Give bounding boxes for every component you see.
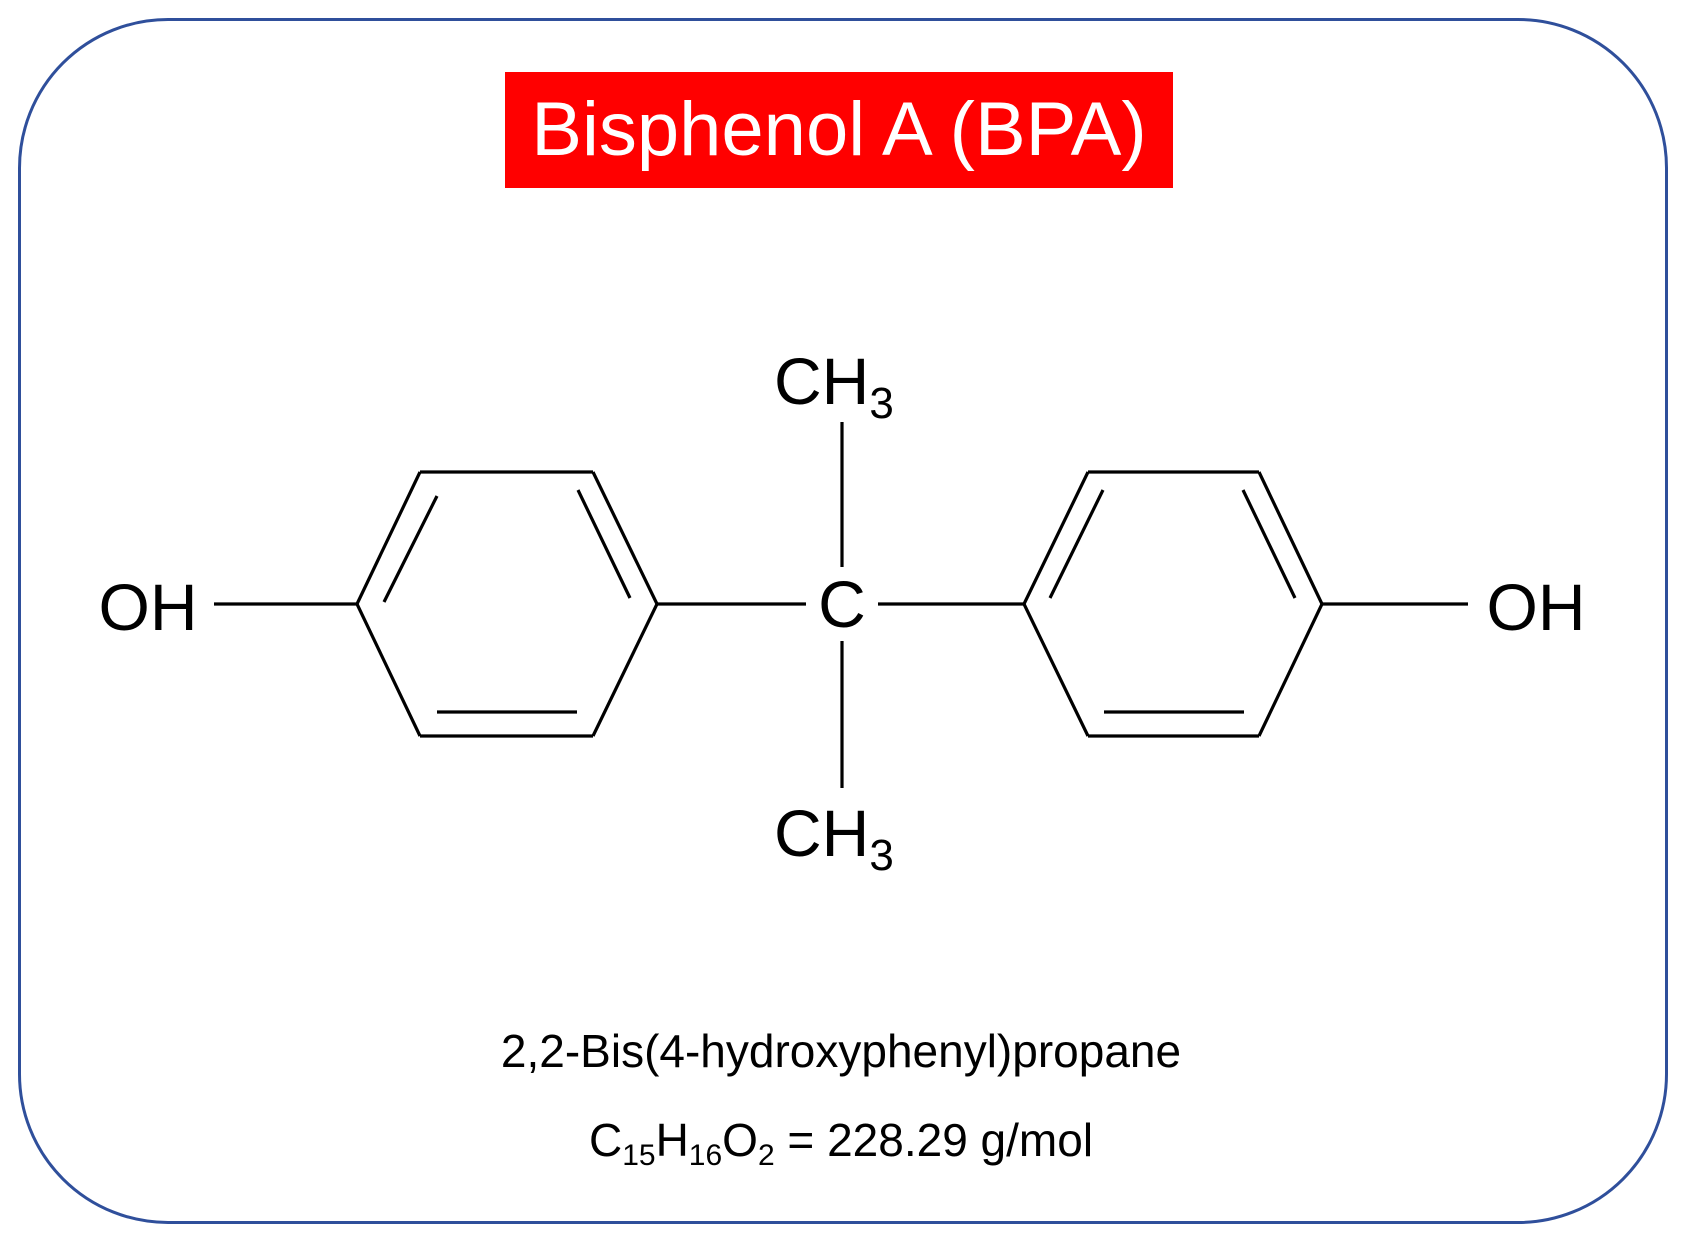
right-ring-bond <box>1022 603 1090 737</box>
left-ring-bond <box>591 603 659 737</box>
left-ring-bond <box>591 471 659 605</box>
bottom-methyl-label: CH3 <box>774 796 894 880</box>
right-ring-bond <box>1257 603 1324 737</box>
left-ring-double-bond <box>576 489 632 599</box>
formula-equals: = <box>787 1114 815 1166</box>
molecular-formula: C15H16O2 = 228.29 g/mol <box>0 1114 1682 1171</box>
left-ring-bond <box>355 471 422 605</box>
title-text: Bisphenol A (BPA) <box>531 87 1147 172</box>
formula-count-h: 16 <box>688 1139 723 1172</box>
molar-mass: 228.29 g/mol <box>827 1114 1094 1166</box>
top-methyl-element: CH <box>774 344 869 418</box>
right-ring-double-bond <box>1241 489 1297 599</box>
bottom-methyl-element: CH <box>774 796 869 870</box>
formula-element-c: C <box>588 1114 623 1166</box>
left-hydroxyl-label: OH <box>99 570 198 644</box>
top-methyl-label: CH3 <box>774 344 894 428</box>
top-methyl-subscript: 3 <box>869 379 893 428</box>
formula-count-o: 2 <box>757 1139 775 1172</box>
formula-count-c: 15 <box>622 1139 656 1172</box>
central-carbon-label: C <box>818 567 866 641</box>
right-ring-bond <box>1022 471 1090 605</box>
left-ring-bond <box>355 603 422 737</box>
left-benzene-ring <box>355 470 659 738</box>
iupac-name: 2,2-Bis(4-hydroxyphenyl)propane <box>500 1025 1182 1077</box>
right-hydroxyl-label: OH <box>1487 570 1586 644</box>
slide-frame <box>18 18 1668 1224</box>
right-ring-bond <box>1257 471 1324 605</box>
bottom-methyl-subscript: 3 <box>869 831 893 880</box>
right-benzene-ring <box>1022 470 1324 738</box>
title-banner: Bisphenol A (BPA) <box>505 72 1173 188</box>
left-ring-double-bond <box>382 495 439 603</box>
formula-element-h: H <box>655 1114 689 1166</box>
formula-element-o: O <box>722 1114 758 1166</box>
right-ring-double-bond <box>1048 489 1105 599</box>
